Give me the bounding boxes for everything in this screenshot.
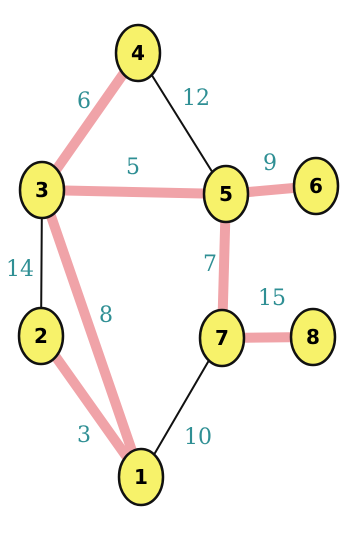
node-circle-3 bbox=[18, 160, 66, 220]
edge-weight-7-8: 15 bbox=[258, 286, 286, 311]
node-circle-6 bbox=[292, 156, 340, 216]
node-label-4: 4 bbox=[131, 41, 145, 65]
node-1: 1 bbox=[117, 447, 165, 507]
node-6: 6 bbox=[292, 156, 340, 216]
edge-weight-3-2: 14 bbox=[6, 257, 34, 282]
edge-3-5 bbox=[37, 185, 231, 199]
node-circle-4 bbox=[114, 23, 162, 83]
edges-layer bbox=[36, 48, 321, 482]
edge-weight-5-6: 9 bbox=[263, 151, 277, 176]
node-5: 5 bbox=[202, 164, 250, 224]
node-8: 8 bbox=[289, 307, 337, 367]
edge-weight-4-5: 12 bbox=[182, 86, 210, 111]
edge-4-5 bbox=[137, 52, 227, 195]
edge-weight-3-4: 6 bbox=[77, 89, 91, 114]
node-circle-8 bbox=[289, 307, 337, 367]
edge-weight-7-1: 10 bbox=[184, 425, 212, 450]
node-4: 4 bbox=[114, 23, 162, 83]
edge-weight-5-7: 7 bbox=[203, 252, 217, 277]
edge-weights-layer: 6 12 5 9 14 8 7 15 3 10 bbox=[6, 86, 286, 450]
edge-3-4 bbox=[37, 48, 143, 195]
node-circle-5 bbox=[202, 164, 250, 224]
node-7: 7 bbox=[198, 308, 246, 368]
node-label-1: 1 bbox=[134, 465, 148, 489]
node-circle-7 bbox=[198, 308, 246, 368]
node-label-6: 6 bbox=[309, 174, 323, 198]
node-circle-1 bbox=[117, 447, 165, 507]
node-3: 3 bbox=[18, 160, 66, 220]
edge-weight-3-5: 5 bbox=[126, 155, 140, 180]
edge-weight-3-1: 8 bbox=[99, 303, 113, 328]
node-label-5: 5 bbox=[219, 182, 233, 206]
node-circle-2 bbox=[17, 306, 65, 366]
node-2: 2 bbox=[17, 306, 65, 366]
node-label-7: 7 bbox=[215, 326, 229, 350]
edge-2-1 bbox=[36, 331, 146, 482]
node-label-3: 3 bbox=[35, 178, 49, 202]
edge-3-1 bbox=[37, 185, 146, 482]
node-label-8: 8 bbox=[306, 325, 320, 349]
edge-weight-2-1: 3 bbox=[77, 423, 91, 448]
node-label-2: 2 bbox=[34, 324, 48, 348]
